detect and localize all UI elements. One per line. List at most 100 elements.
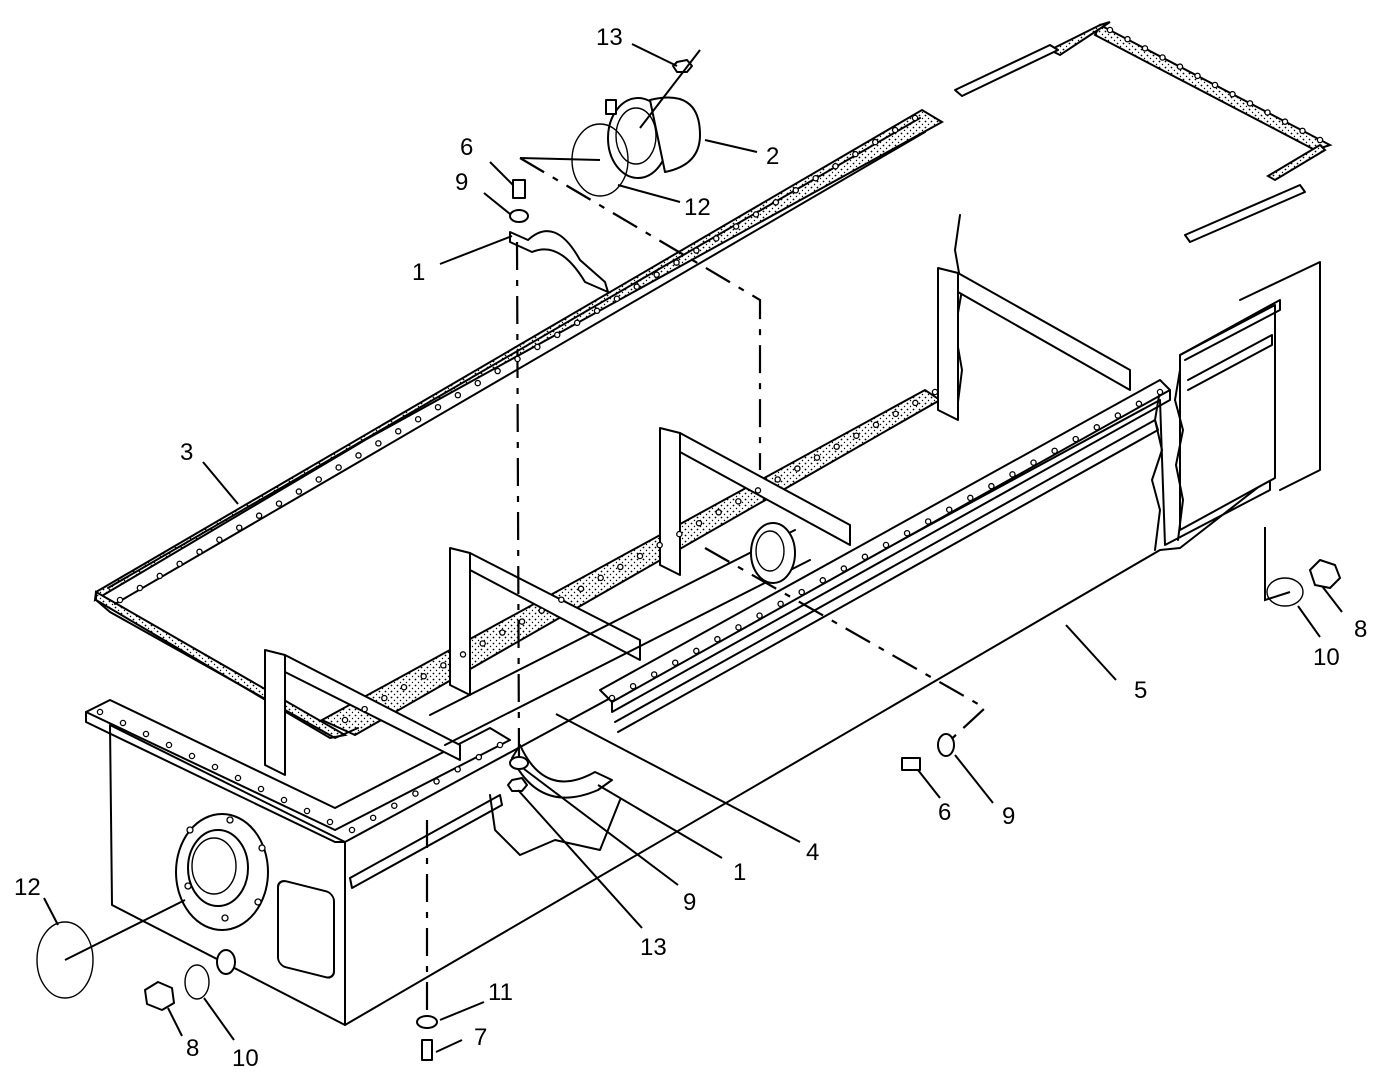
bolt-hole: [931, 388, 939, 396]
bolt-hole: [798, 588, 805, 596]
bolt-hole: [832, 162, 839, 170]
bolt-hole: [554, 331, 561, 339]
rear-sump-box: [1179, 304, 1276, 531]
bolt-hole: [903, 529, 911, 537]
bolt-hole: [840, 565, 848, 572]
o-ring-left: [184, 964, 210, 1000]
bolt-hole: [211, 763, 219, 771]
bolt-hole: [945, 506, 953, 513]
bolt-hole: [617, 563, 624, 571]
bolt-hole: [234, 774, 242, 782]
bolt-bottom: [421, 1039, 433, 1061]
bolt-hole: [813, 454, 821, 461]
bolt-hole: [819, 577, 827, 584]
bolt-hole: [673, 259, 680, 266]
bolt-hole: [538, 607, 545, 614]
callout-13-lower: 13: [640, 934, 667, 961]
bolt-hole: [872, 421, 880, 429]
oil-pan-front-flange: [85, 699, 511, 831]
bolt-hole: [558, 596, 565, 603]
rear-gasket-strips: [954, 21, 1333, 243]
bolt-hole: [1156, 388, 1164, 396]
bolt-hole: [534, 343, 541, 351]
o-ring-front: [36, 921, 94, 999]
nut-lower: [507, 777, 528, 792]
bolt-hole: [369, 814, 377, 822]
bolt-hole: [656, 541, 663, 549]
bolt-hole: [196, 548, 203, 556]
bolt-hole: [1093, 424, 1101, 431]
callout-8-left: 8: [186, 1035, 199, 1062]
callout-4: 4: [806, 839, 819, 866]
bolt-hole: [156, 572, 163, 580]
bolt-hole: [341, 716, 349, 724]
bolt-hole: [454, 766, 461, 773]
bolt-hole: [326, 818, 334, 826]
cutaway-edge-right: [1151, 389, 1163, 551]
bolt-hole: [361, 705, 368, 713]
bracket-upper: [509, 230, 609, 293]
callout-2: 2: [766, 143, 779, 170]
bolt-hole: [216, 536, 223, 544]
o-ring-right: [1266, 577, 1304, 607]
bolt-hole: [861, 553, 869, 561]
bolt-side: [901, 757, 921, 771]
bolt-hole: [434, 403, 442, 411]
front-port-assembly: [175, 813, 335, 979]
flange-bolt-holes: [96, 26, 1324, 834]
callout-5: 5: [1134, 677, 1147, 704]
bolt-hole: [475, 753, 483, 761]
bolt-hole: [433, 778, 440, 785]
bolt-hole: [1141, 45, 1149, 52]
bolt-hole: [235, 524, 243, 531]
callout-11: 11: [488, 979, 513, 1006]
washer-bottom: [416, 1015, 438, 1029]
bolt-hole: [693, 247, 700, 254]
bolt-hole: [474, 379, 481, 387]
bolt-hole: [381, 694, 388, 702]
bolt-hole: [499, 629, 506, 636]
assembly-lines: [64, 49, 1291, 1020]
nut-top: [672, 59, 693, 73]
bolt-hole: [1316, 136, 1324, 144]
bolt-hole: [375, 440, 382, 447]
bolt-hole: [752, 211, 760, 218]
bolt-hole: [792, 187, 800, 194]
callout-8-right: 8: [1354, 616, 1367, 643]
bolt-hole: [1264, 109, 1271, 116]
drain-port: [216, 949, 236, 975]
callout-13-top: 13: [596, 24, 623, 51]
bolt-hole: [732, 223, 740, 230]
elbow-assembly: [571, 96, 701, 197]
bolt-hole: [119, 719, 127, 727]
bolt-hole: [636, 552, 644, 560]
oil-pan-side-face: [344, 399, 1271, 1026]
bolt-hole: [676, 530, 683, 538]
washer-side: [937, 733, 955, 757]
bolt-hole: [735, 498, 742, 505]
bolt-hole: [1281, 118, 1289, 125]
bolt-hole: [1072, 435, 1079, 443]
inspection-cover: [277, 880, 335, 979]
bolt-hole: [924, 518, 932, 525]
bolt-hole: [136, 584, 144, 592]
bolt-hole: [1211, 81, 1219, 89]
bolt-hole: [777, 600, 784, 608]
callout-1-lower: 1: [733, 859, 746, 886]
bolt-hole: [1135, 400, 1143, 408]
bolt-hole: [394, 428, 402, 435]
bolt-hole: [967, 494, 974, 502]
bolt-hole: [911, 114, 919, 122]
hardware: [36, 59, 1341, 1061]
bolt-hole: [613, 295, 621, 302]
plug-right: [1309, 559, 1341, 589]
callout-9-top: 9: [455, 169, 468, 196]
bolt-hole: [412, 790, 419, 797]
bolt-hole: [1106, 26, 1114, 34]
plug-left: [144, 981, 175, 1011]
bolt-hole: [794, 465, 801, 472]
bolt-hole: [853, 432, 860, 439]
bolt-hole: [872, 138, 879, 146]
bolt-hole: [1299, 127, 1306, 135]
bolt-hole: [653, 271, 660, 278]
